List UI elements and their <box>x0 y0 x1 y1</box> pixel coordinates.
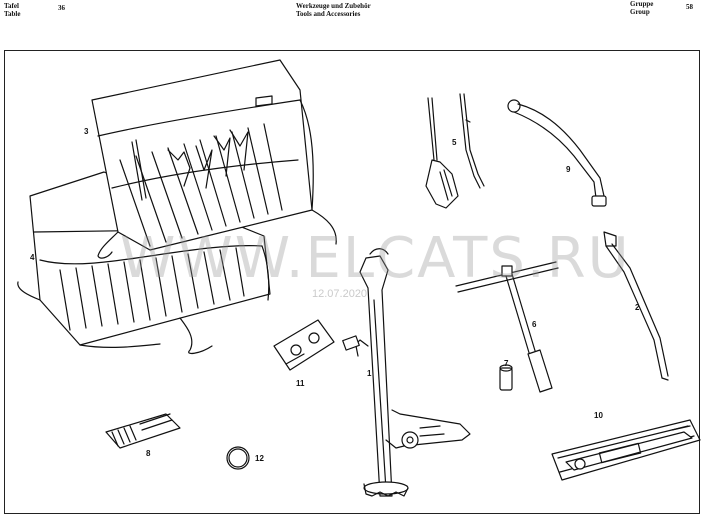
callout-10: 10 <box>594 411 603 420</box>
header-right-labels: Gruppe Group <box>630 0 653 16</box>
page-title: Werkzeuge und Zubehör Tools and Accessor… <box>296 2 371 18</box>
socket-7 <box>499 364 513 391</box>
callout-2: 2 <box>635 303 640 312</box>
tool-case-10 <box>551 419 701 481</box>
callout-6: 6 <box>532 320 537 329</box>
tafel-label: Tafel <box>4 2 19 10</box>
illustration-frame <box>4 50 700 514</box>
callout-1: 1 <box>367 369 372 378</box>
callout-8: 8 <box>146 449 151 458</box>
watermark-date: 12.07.2020 <box>312 288 368 300</box>
header-left-labels: Tafel Table <box>4 2 20 18</box>
t-handle-wrench-6 <box>455 261 559 393</box>
group-number: 58 <box>686 3 693 11</box>
table-number: 36 <box>58 4 65 12</box>
table-label: Table <box>4 10 21 18</box>
callout-3: 3 <box>84 127 89 136</box>
ring-12 <box>226 446 250 470</box>
tool-roll-3 <box>91 59 337 259</box>
callout-7: 7 <box>504 359 509 368</box>
title-de: Werkzeuge und Zubehör <box>296 2 371 10</box>
callout-4: 4 <box>30 253 35 262</box>
screwdriver-5 <box>425 93 485 209</box>
gruppe-label: Gruppe <box>630 0 654 8</box>
callout-9: 9 <box>566 165 571 174</box>
jack-1 <box>342 248 471 497</box>
watermark-text: WWW.ELCATS.RU <box>120 226 631 291</box>
callout-5: 5 <box>452 138 457 147</box>
badge-plate-11 <box>273 319 335 371</box>
callout-12: 12 <box>255 454 264 463</box>
callout-11: 11 <box>296 379 305 388</box>
wheel-brace-9 <box>507 99 607 207</box>
group-label: Group <box>630 8 650 16</box>
title-en: Tools and Accessories <box>296 10 361 18</box>
socket-wrench-2 <box>603 231 669 381</box>
packet-8 <box>105 413 181 449</box>
